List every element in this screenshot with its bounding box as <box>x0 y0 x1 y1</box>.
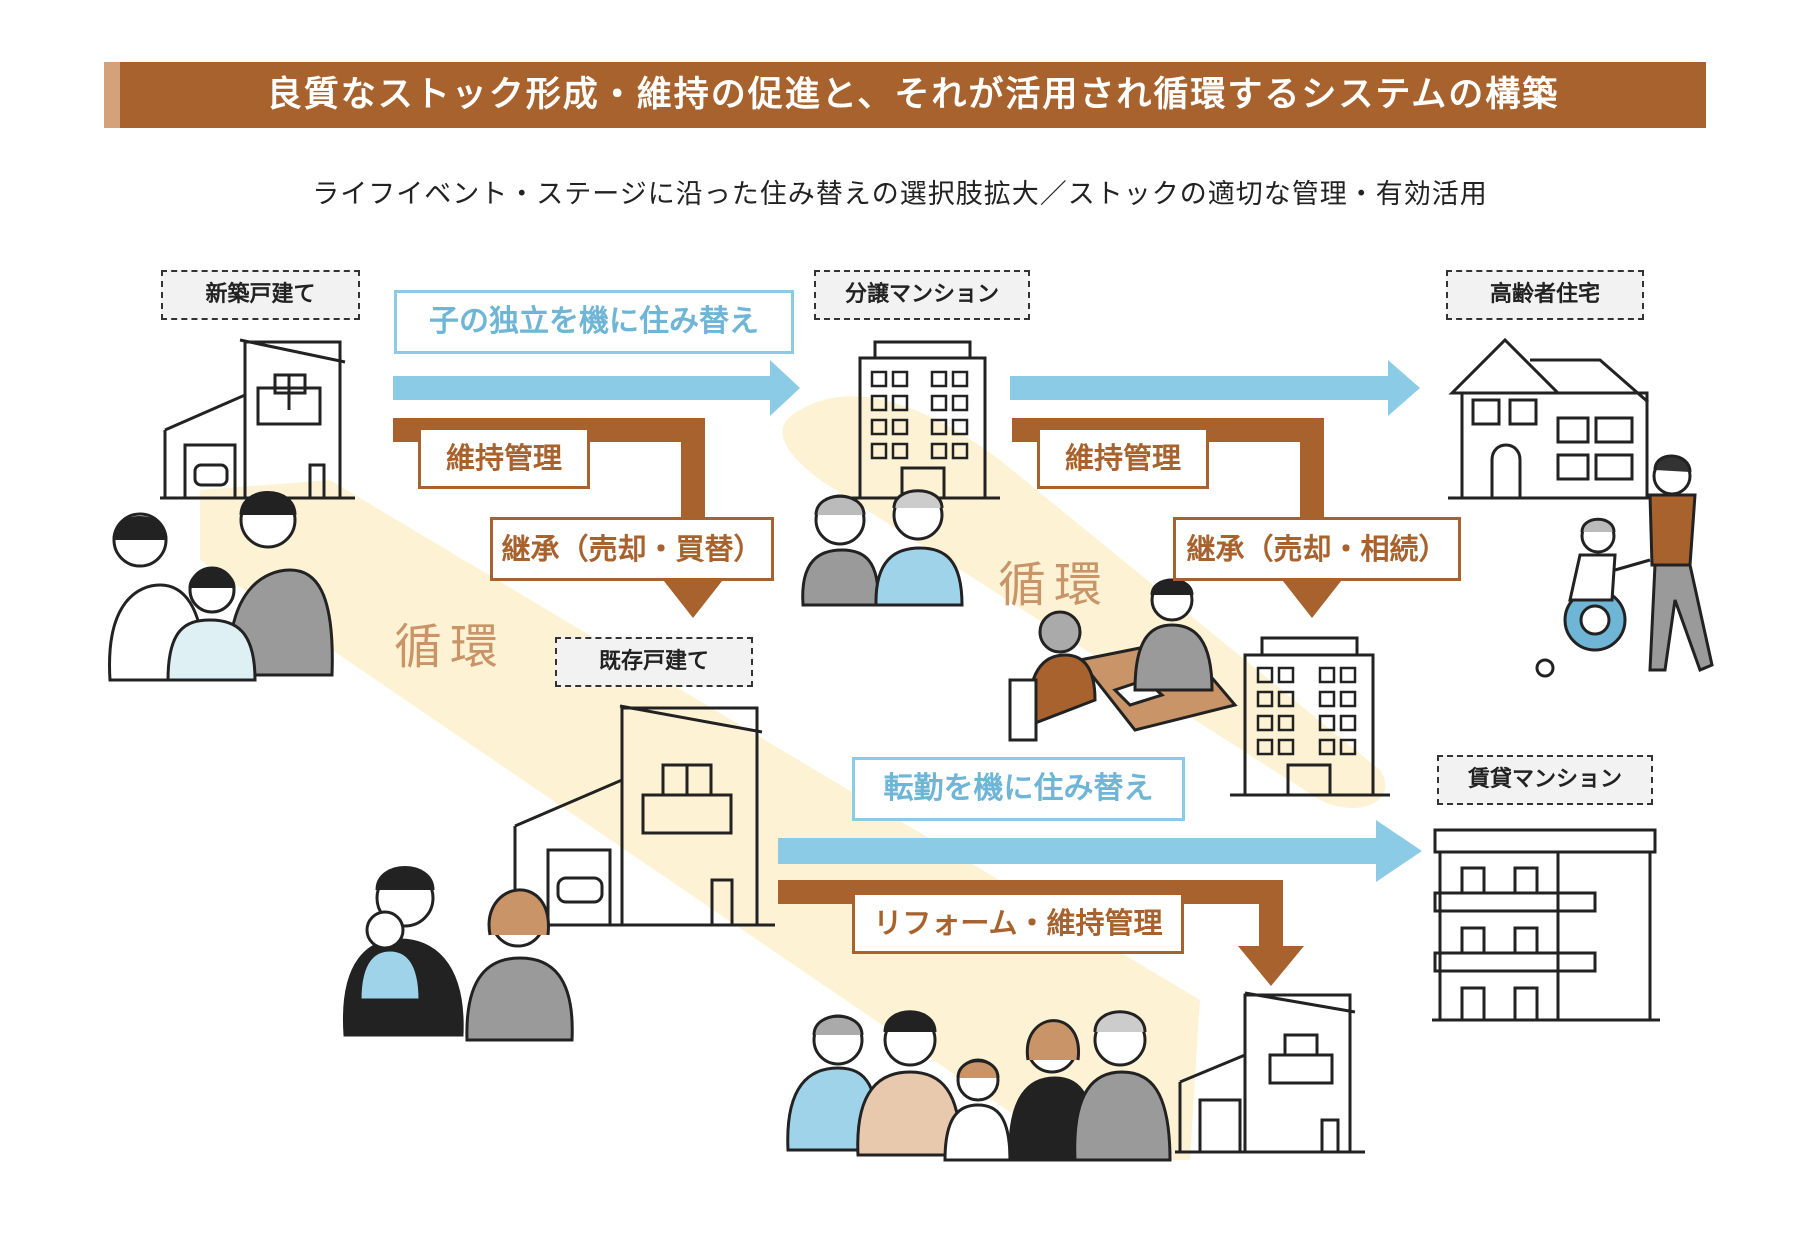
title-bar: 良質なストック形成・維持の促進と、それが活用され循環するシステムの構築 <box>104 62 1706 128</box>
tag-new-detached: 新築戸建て <box>161 270 360 320</box>
label-inherit-sale-buy: 継承（売却・買替） <box>490 517 774 581</box>
blue-arrow-top-right <box>1010 360 1420 416</box>
cycle-band-left <box>200 480 1200 1160</box>
consultation-meeting-illustration <box>1008 578 1238 742</box>
tag-condominium: 分譲マンション <box>814 270 1030 320</box>
existing-detached-house-illustration <box>508 704 775 927</box>
small-detached-house-illustration <box>1175 991 1365 1154</box>
blue-arrow-bottom <box>778 820 1422 882</box>
label-inherit-sale-inherit: 継承（売却・相続） <box>1173 517 1461 581</box>
label-reform-maintenance: リフォーム・維持管理 <box>852 892 1184 954</box>
label-job-transfer: 転勤を機に住み替え <box>852 757 1185 821</box>
title-accent <box>104 62 120 128</box>
cycle-label-left: 循環 <box>394 619 507 675</box>
label-maintenance-2: 維持管理 <box>1037 427 1209 489</box>
elderly-couple-illustration <box>801 489 964 607</box>
page-title: 良質なストック形成・維持の促進と、それが活用され循環するシステムの構築 <box>266 75 1560 115</box>
multigeneration-family-illustration <box>786 1010 1172 1162</box>
blue-arrow-top-left <box>393 360 800 416</box>
label-child-independence: 子の独立を機に住み替え <box>394 290 794 354</box>
page-subtitle: ライフイベント・ステージに沿った住み替えの選択肢拡大／ストックの適切な管理・有効… <box>312 179 1488 210</box>
tag-elderly-housing: 高齢者住宅 <box>1446 270 1644 320</box>
tag-rental-apartment: 賃貸マンション <box>1437 755 1653 805</box>
family-bottom-left-illustration <box>342 866 574 1042</box>
new-detached-house-illustration <box>160 338 355 500</box>
elderly-housing-illustration <box>1448 337 1660 500</box>
condominium-2-illustration <box>1230 636 1390 797</box>
family-top-left-illustration <box>108 491 334 682</box>
caregiver-wheelchair-illustration <box>1535 454 1714 678</box>
tag-existing-detached: 既存戸建て <box>555 637 753 687</box>
cycle-label-right: 循環 <box>998 557 1111 613</box>
label-maintenance-1: 維持管理 <box>418 427 590 489</box>
rental-apartment-illustration <box>1432 828 1660 1022</box>
